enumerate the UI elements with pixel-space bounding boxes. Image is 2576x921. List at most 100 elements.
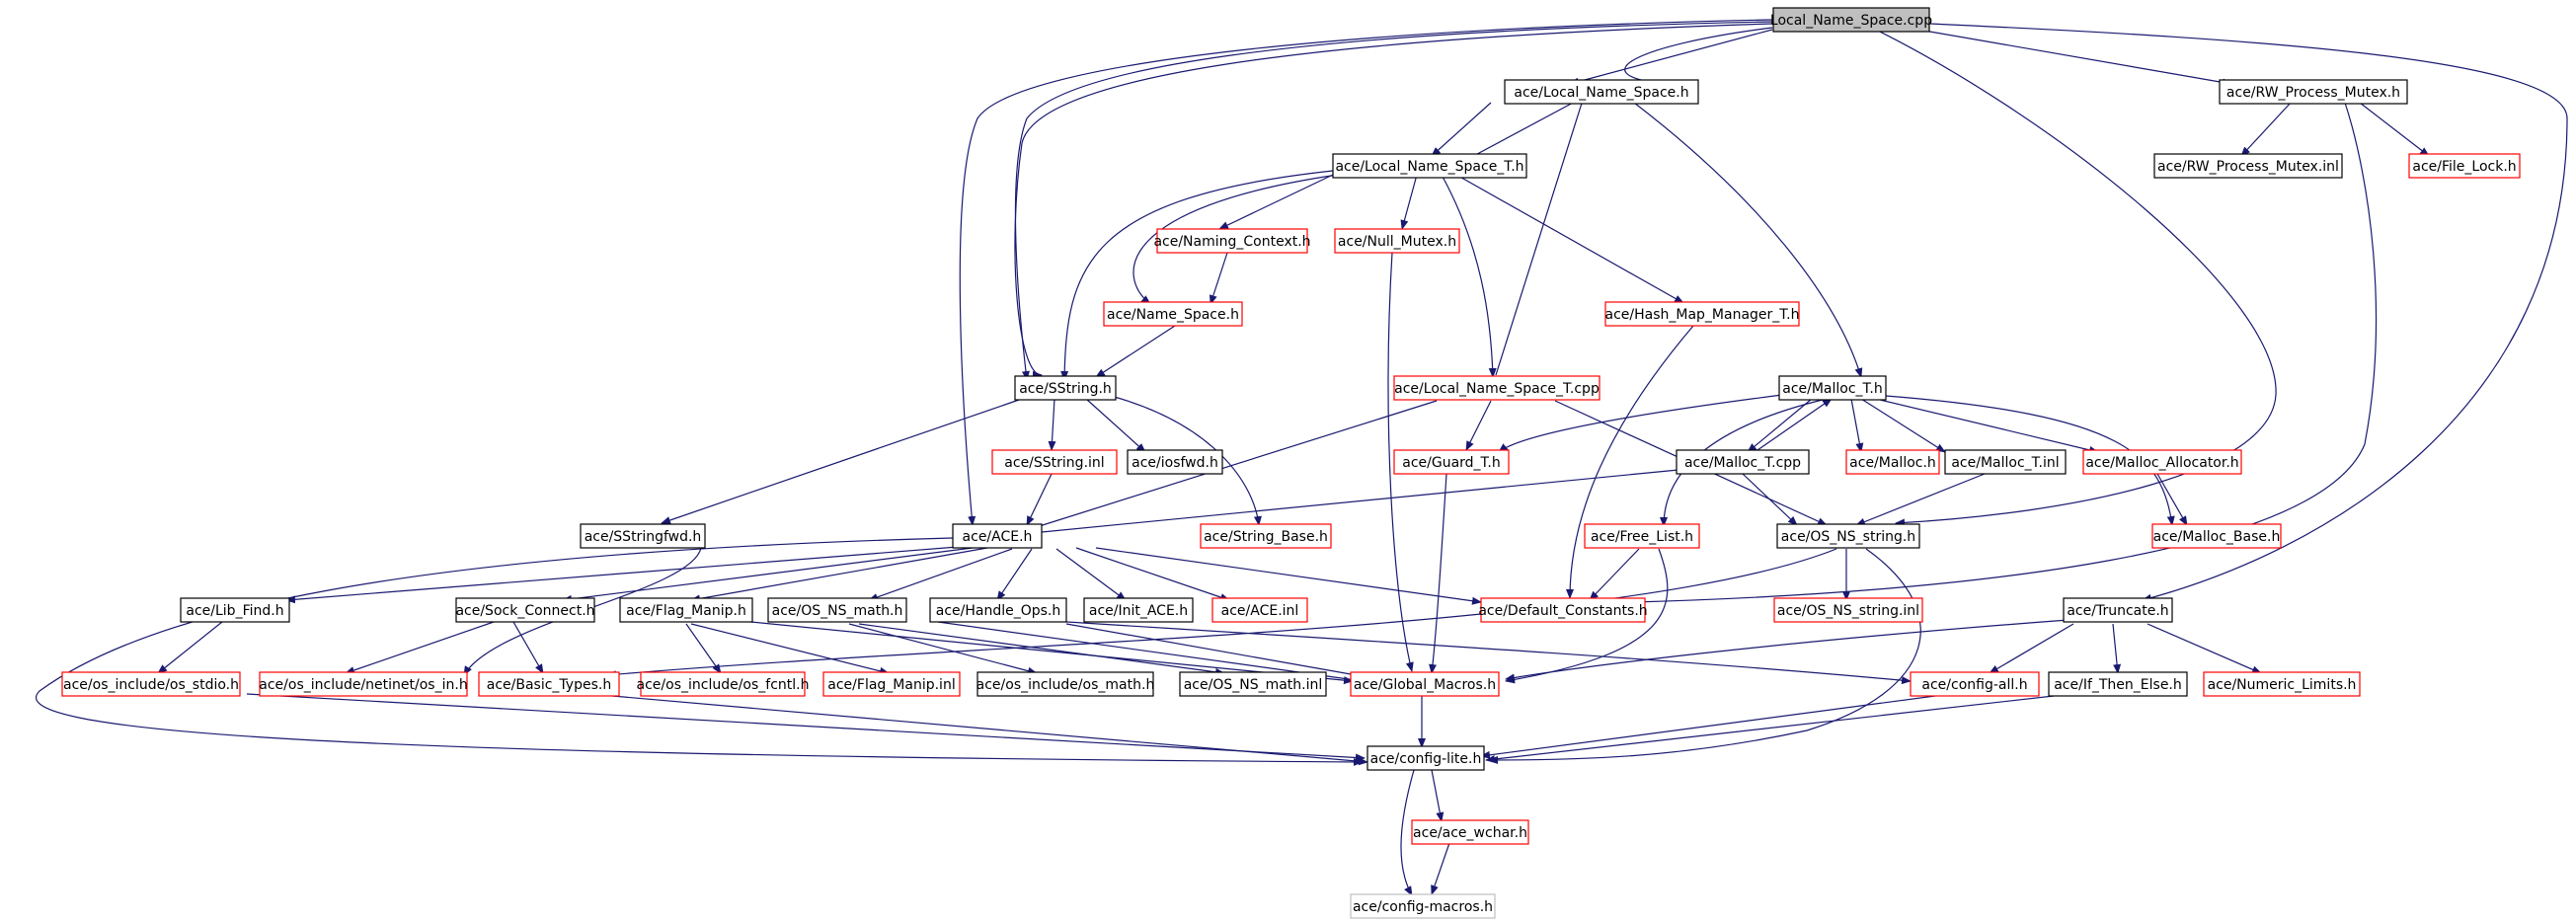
node-ace-malloc-h[interactable]: ace/Malloc.h [1845, 449, 1940, 475]
node-ace-os-include-os-math-h[interactable]: ace/os_include/os_math.h [976, 671, 1155, 697]
node-label: ace/Malloc.h [1849, 455, 1936, 471]
node-ace-default-constants-h[interactable]: ace/Default_Constants.h [1478, 597, 1648, 623]
edge [1085, 398, 1146, 453]
node-label: ace/Malloc_Allocator.h [2085, 455, 2238, 471]
node-ace-ace-inl[interactable]: ace/ACE.inl [1211, 597, 1308, 623]
node-box [1776, 523, 1920, 549]
edge [868, 548, 1013, 601]
node-ace-local-name-space-h[interactable]: ace/Local_Name_Space.h [1504, 79, 1699, 105]
nodes: Local_Name_Space.cpp ace/Local_Name_Space… [61, 7, 2521, 919]
node-label: ace/config-lite.h [1370, 751, 1482, 767]
node-label: ace/SStringfwd.h [585, 529, 702, 545]
node-box [455, 597, 595, 623]
node-ace-hash-map-manager-t-h[interactable]: ace/Hash_Map_Manager_T.h [1604, 301, 1800, 327]
node-label: ace/Flag_Manip.h [626, 603, 746, 619]
node-ace-os-ns-math-inl[interactable]: ace/OS_NS_math.inl [1179, 671, 1327, 697]
node-box [180, 597, 290, 623]
node-label: ace/Malloc_T.inl [1951, 455, 2059, 471]
node-label: ace/OS_NS_math.inl [1184, 677, 1323, 693]
node-ace-sock-connect-h[interactable]: ace/Sock_Connect.h [455, 597, 595, 623]
edge [1400, 174, 1418, 230]
node-label: ace/Free_List.h [1591, 529, 1693, 545]
node-ace-if-then-else-h[interactable]: ace/If_Then_Else.h [2048, 671, 2188, 697]
node-local-name-space-cpp: Local_Name_Space.cpp [1770, 7, 1932, 33]
node-box [1773, 597, 1923, 623]
edge [1055, 548, 1127, 601]
node-ace-guard-t-h[interactable]: ace/Guard_T.h [1393, 449, 1510, 475]
node-label: ace/Numeric_Limits.h [2208, 677, 2357, 693]
node-ace-local-name-space-t-cpp[interactable]: ace/Local_Name_Space_T.cpp [1393, 375, 1600, 401]
node-ace-name-space-h[interactable]: ace/Name_Space.h [1103, 301, 1243, 327]
node-ace-sstring-inl[interactable]: ace/SString.inl [991, 449, 1118, 475]
node-ace-os-include-os-stdio-h[interactable]: ace/os_include/os_stdio.h [61, 671, 241, 697]
node-ace-ace-wchar-h[interactable]: ace/ace_wchar.h [1411, 819, 1529, 845]
node-ace-flag-manip-h[interactable]: ace/Flag_Manip.h [619, 597, 753, 623]
node-ace-config-lite-h[interactable]: ace/config-lite.h [1366, 745, 1485, 771]
node-ace-malloc-base-h[interactable]: ace/Malloc_Base.h [2151, 523, 2282, 549]
node-label: ace/os_include/os_fcntl.h [637, 677, 810, 693]
edge [1075, 547, 1230, 601]
edge [1505, 619, 2069, 682]
edge [246, 693, 1366, 762]
node-ace-free-list-h[interactable]: ace/Free_List.h [1584, 523, 1700, 549]
edge [1218, 174, 1334, 230]
node-label: ace/ACE.inl [1221, 603, 1299, 619]
edge [611, 695, 1368, 766]
edge [1026, 473, 1053, 526]
node-box [1366, 745, 1485, 771]
edge [1589, 548, 1640, 601]
node-label: ace/Basic_Types.h [487, 677, 611, 693]
node-ace-ace-h[interactable]: ace/ACE.h [952, 523, 1043, 549]
edge [345, 621, 495, 674]
node-label: ace/Guard_T.h [1402, 455, 1501, 471]
node-label: ace/config-all.h [1921, 677, 2027, 693]
node-box [2219, 79, 2408, 105]
node-ace-config-macros-h[interactable]: ace/config-macros.h [1350, 893, 1496, 919]
edge [285, 546, 959, 604]
node-label: ace/RW_Process_Mutex.h [2226, 85, 2400, 101]
node-ace-malloc-allocator-h[interactable]: ace/Malloc_Allocator.h [2082, 449, 2242, 475]
node-ace-rw-process-mutex-inl[interactable]: ace/RW_Process_Mutex.inl [2153, 153, 2343, 179]
node-ace-basic-types-h[interactable]: ace/Basic_Types.h [478, 671, 620, 697]
node-ace-global-macros-h[interactable]: ace/Global_Macros.h [1350, 671, 1500, 697]
edge [1875, 29, 2277, 527]
node-ace-config-all-h[interactable]: ace/config-all.h [1910, 671, 2040, 697]
node-ace-os-ns-string-h[interactable]: ace/OS_NS_string.h [1776, 523, 1920, 549]
node-ace-truncate-h[interactable]: ace/Truncate.h [2063, 597, 2173, 623]
node-ace-naming-context-h[interactable]: ace/Naming_Context.h [1153, 228, 1311, 254]
node-box [1156, 228, 1308, 254]
node-ace-os-ns-math-h[interactable]: ace/OS_NS_math.h [767, 597, 907, 623]
node-ace-file-lock-h[interactable]: ace/File_Lock.h [2408, 153, 2521, 179]
node-ace-sstring-h[interactable]: ace/SString.h [1014, 375, 1117, 401]
node-ace-local-name-space-t-h[interactable]: ace/Local_Name_Space_T.h [1332, 153, 1527, 179]
edge [937, 621, 1364, 684]
edge [2147, 623, 2262, 674]
node-ace-handle-ops-h[interactable]: ace/Handle_Ops.h [929, 597, 1067, 623]
node-ace-flag-manip-inl[interactable]: ace/Flag_Manip.inl [822, 671, 961, 697]
node-ace-rw-process-mutex-h[interactable]: ace/RW_Process_Mutex.h [2219, 79, 2408, 105]
node-ace-sstringfwd-h[interactable]: ace/SStringfwd.h [580, 523, 706, 549]
edge [1633, 102, 1863, 378]
node-ace-numeric-limits-h[interactable]: ace/Numeric_Limits.h [2203, 671, 2361, 697]
node-ace-malloc-t-inl[interactable]: ace/Malloc_T.inl [1944, 449, 2067, 475]
node-label: ace/Null_Mutex.h [1338, 234, 1456, 250]
node-label: ace/os_include/os_math.h [976, 677, 1155, 693]
edge [959, 19, 1773, 526]
node-box [1393, 449, 1510, 475]
node-ace-null-mutex-h[interactable]: ace/Null_Mutex.h [1334, 228, 1460, 254]
node-ace-lib-find-h[interactable]: ace/Lib_Find.h [180, 597, 290, 623]
node-label: ace/String_Base.h [1204, 529, 1328, 545]
node-ace-os-ns-string-inl[interactable]: ace/OS_NS_string.inl [1773, 597, 1923, 623]
edge [1566, 325, 1694, 599]
node-ace-iosfwd-h[interactable]: ace/iosfwd.h [1127, 449, 1223, 475]
node-ace-malloc-t-cpp[interactable]: ace/Malloc_T.cpp [1676, 449, 1810, 475]
node-box [619, 597, 753, 623]
node-box [1350, 671, 1500, 697]
edge [1498, 394, 1783, 453]
edge [1441, 174, 1497, 378]
node-ace-init-ace-h[interactable]: ace/Init_ACE.h [1083, 597, 1194, 623]
node-ace-malloc-t-h[interactable]: ace/Malloc_T.h [1778, 375, 1887, 401]
node-ace-string-base-h[interactable]: ace/String_Base.h [1200, 523, 1332, 549]
node-ace-os-include-netinet-os-in-h[interactable]: ace/os_include/netinet/os_in.h [259, 671, 468, 697]
node-ace-os-include-os-fcntl-h[interactable]: ace/os_include/os_fcntl.h [637, 671, 810, 697]
